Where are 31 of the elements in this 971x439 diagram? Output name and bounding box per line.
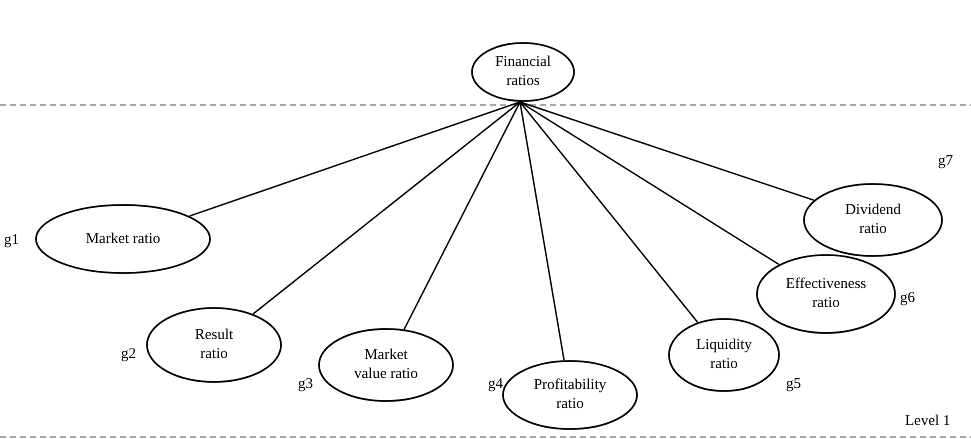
connector-line: [404, 102, 521, 330]
node-label: Liquidity ratio: [695, 336, 753, 374]
ellipse-node: [756, 254, 896, 334]
node-tag: g7: [938, 153, 953, 170]
node-tag: g3: [298, 376, 313, 393]
connector-line: [189, 101, 520, 217]
connector-line: [520, 101, 780, 266]
node-label: Market ratio: [86, 230, 160, 248]
node-label: Profitability ratio: [532, 376, 608, 414]
ellipse-node: [668, 318, 780, 392]
connector-line: [520, 101, 814, 201]
ellipse-node: [318, 328, 454, 402]
node-label: Market value ratio: [353, 346, 419, 384]
node-tag: g4: [488, 376, 503, 393]
ellipse-node: [35, 204, 211, 274]
ellipse-node: [803, 183, 943, 257]
ellipse-node: [146, 307, 282, 383]
connector-line: [252, 101, 520, 315]
node-label: Effectiveness ratio: [784, 275, 868, 313]
connector-line: [519, 102, 698, 323]
node-tag: g6: [900, 290, 915, 307]
node-tag: g1: [4, 232, 19, 249]
ellipse-node: [471, 42, 575, 102]
node-label: Result ratio: [194, 326, 234, 364]
node-label: Financial ratios: [494, 53, 552, 91]
connector-line: [519, 102, 565, 360]
ellipse-node: [502, 360, 638, 430]
node-tag: g2: [121, 346, 136, 363]
node-tag: g5: [786, 376, 801, 393]
level-label: Level 1: [905, 413, 950, 430]
node-label: Dividend ratio: [844, 201, 902, 239]
